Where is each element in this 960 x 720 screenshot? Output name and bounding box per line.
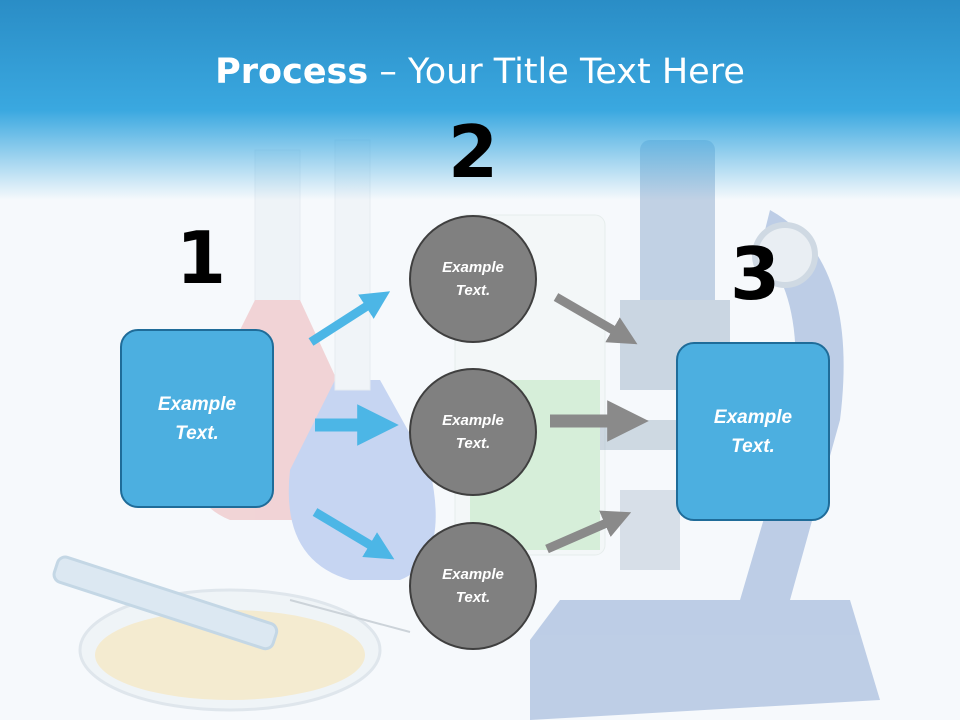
step-number-2: 2	[448, 110, 499, 194]
arrow-down-right	[312, 508, 395, 560]
circle-middle-line2: Text.	[455, 435, 491, 452]
slide-title: Process – Your Title Text Here	[0, 52, 960, 92]
step-number-3: 3	[730, 232, 781, 316]
step-2-circle-middle: Example Text.	[409, 368, 537, 496]
title-bar	[0, 0, 960, 200]
step-number-1: 1	[176, 216, 227, 300]
step-1-box: Example Text.	[120, 329, 274, 508]
step-3-box-line2: Text.	[731, 435, 775, 457]
circle-bottom-line1: Example	[442, 566, 504, 583]
petri-dish-image	[52, 555, 411, 712]
circle-bottom-line2: Text.	[455, 589, 491, 606]
step-2-circle-bottom: Example Text.	[409, 522, 537, 650]
step-3-box-line1: Example	[713, 406, 793, 428]
arrow-up-right	[308, 291, 391, 346]
step-3-box: Example Text.	[676, 342, 830, 521]
circle-middle-line1: Example	[442, 412, 504, 429]
arrow-gray-down	[553, 293, 638, 345]
title-rest-text: – Your Title Text Here	[368, 52, 745, 92]
arrow-gray-up	[545, 510, 632, 554]
step-1-box-line2: Text.	[175, 422, 219, 444]
circle-top-line2: Text.	[455, 282, 491, 299]
title-bold-text: Process	[215, 52, 369, 92]
step-1-box-line1: Example	[157, 393, 237, 415]
step-2-circle-top: Example Text.	[409, 215, 537, 343]
circle-top-line1: Example	[442, 259, 504, 276]
